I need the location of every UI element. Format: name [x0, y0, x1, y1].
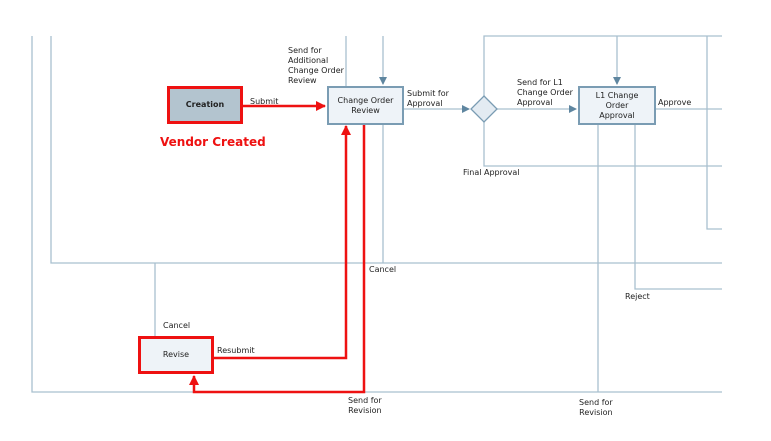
label-resubmit: Resubmit [217, 346, 255, 355]
label-send-l1: Send for L1 Change Order Approval [517, 78, 573, 107]
highlight-resubmit [213, 125, 351, 360]
node-change-order-review-label: Change Order Review [337, 95, 394, 115]
node-creation-label: Creation [185, 100, 225, 109]
label-send-for-revision-1: Send for Revision [348, 396, 382, 415]
label-submit-for-approval: Submit for Approval [407, 89, 449, 108]
connector-outer-loop [31, 36, 722, 393]
label-approve: Approve [658, 98, 692, 107]
node-l1-change-order-approval[interactable]: L1 Change Order Approval [578, 86, 656, 125]
label-cancel-top: Cancel [369, 265, 397, 274]
label-reject: Reject [625, 292, 650, 301]
highlight-send-revision [189, 124, 366, 394]
label-final-approval: Final Approval [463, 168, 520, 177]
label-send-additional-review: Send for Additional Change Order Review [288, 46, 344, 85]
node-revise-label: Revise [162, 350, 190, 359]
connector-final-approval [483, 122, 722, 167]
label-send-for-revision-2: Send for Revision [579, 398, 613, 417]
connector-cancel-loop [50, 36, 722, 264]
node-l1-approval-label: L1 Change Order Approval [595, 90, 639, 120]
connector-diamond-top [483, 35, 722, 96]
decision-gateway [470, 95, 498, 123]
node-creation[interactable]: Creation [167, 86, 243, 124]
vendor-created-annotation: Vendor Created [160, 135, 266, 149]
node-revise[interactable]: Revise [138, 336, 214, 374]
label-submit: Submit [250, 97, 279, 106]
label-cancel-revise: Cancel [163, 321, 191, 330]
connector-l1-reject [634, 124, 722, 290]
connector-right-vertical [706, 36, 722, 230]
node-change-order-review[interactable]: Change Order Review [327, 86, 404, 125]
